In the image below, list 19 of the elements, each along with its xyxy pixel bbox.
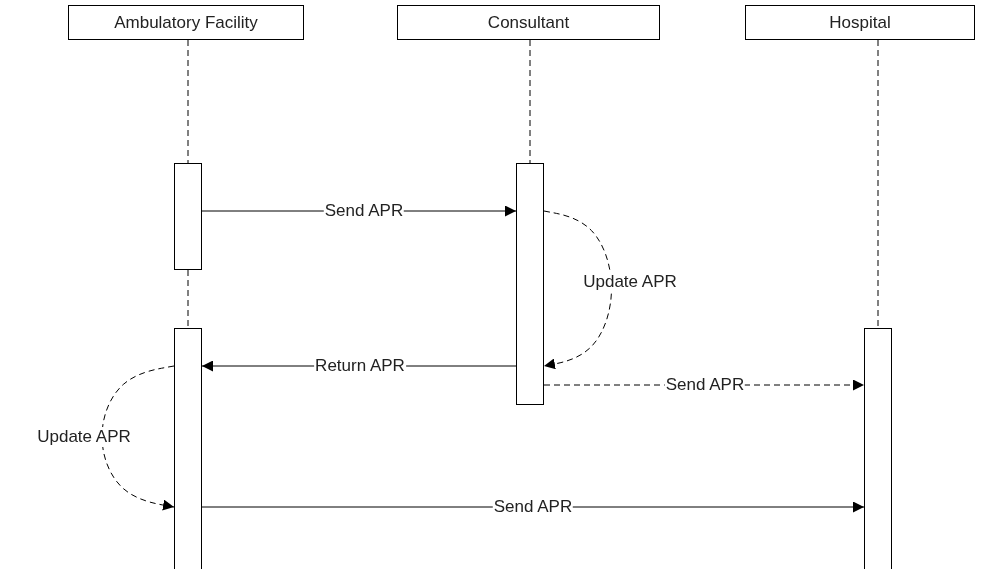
lifeline: [187, 269, 189, 329]
message-arrow: [201, 501, 865, 513]
edge-label: Update APR: [36, 427, 132, 447]
participant-box: [397, 5, 660, 40]
participant-box: [68, 5, 304, 40]
activation-bar: [174, 163, 202, 270]
self-message-arrow: [101, 365, 175, 511]
participant-name: Ambulatory Facility: [114, 12, 258, 33]
lifeline: [529, 39, 531, 164]
participant-name: Consultant: [487, 12, 570, 33]
activation-bar: [174, 328, 202, 569]
activation-bar: [864, 328, 892, 569]
edge-label: Update APR: [582, 272, 678, 292]
participant-name: Hospital: [829, 12, 891, 33]
participant-box: [745, 5, 975, 40]
lifeline: [187, 39, 189, 164]
lifeline: [877, 39, 879, 329]
activation-bar: [516, 163, 544, 405]
self-message-arrow: [543, 210, 612, 370]
